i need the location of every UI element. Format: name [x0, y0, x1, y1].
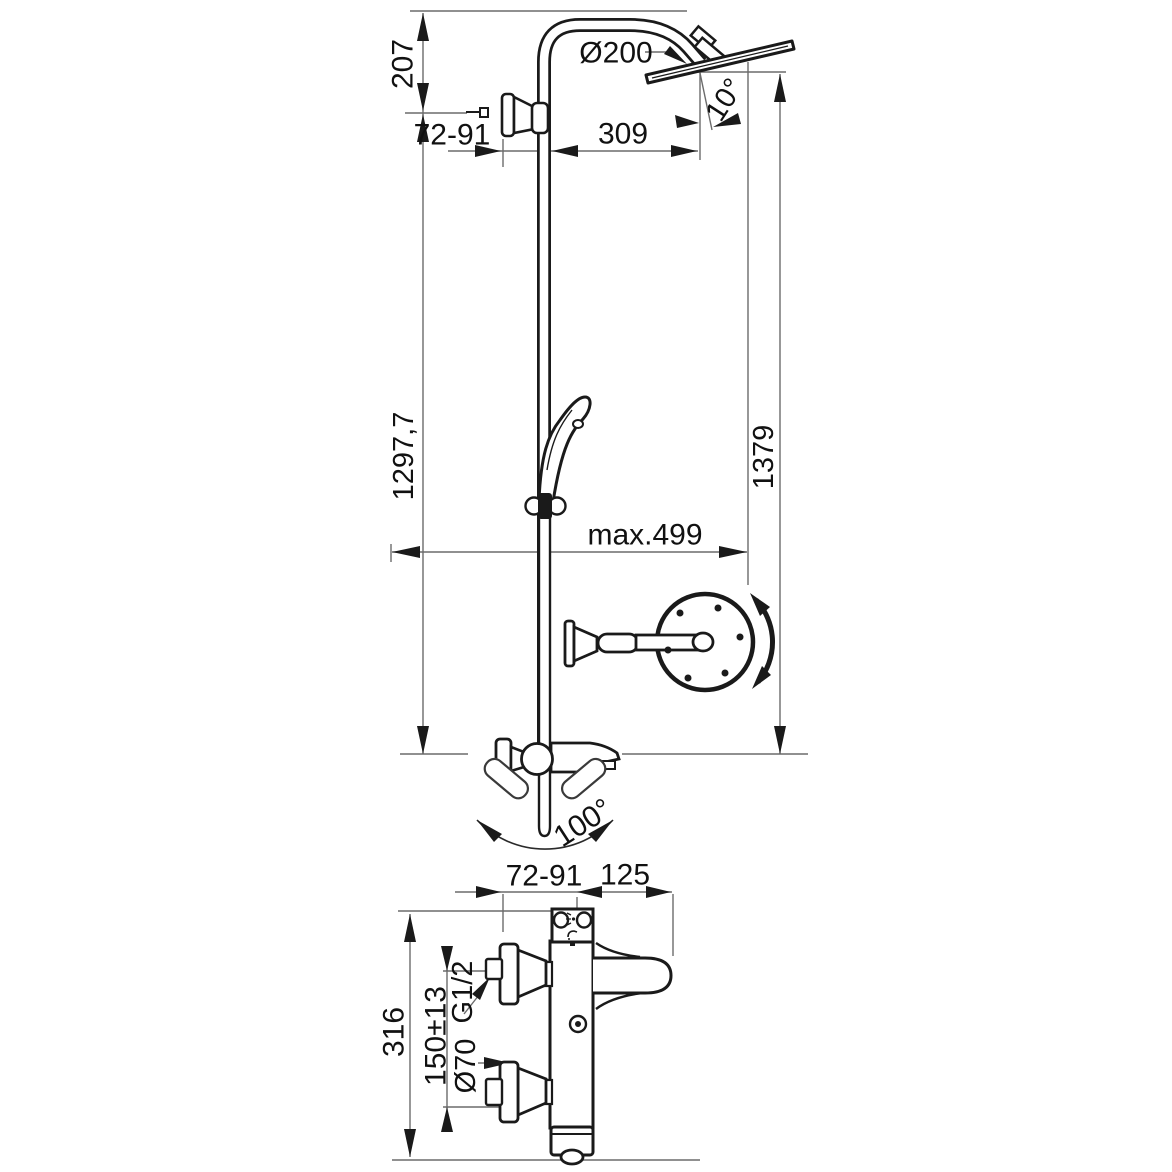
swivel-hub — [691, 631, 715, 653]
dim-body-length: 316 — [378, 1007, 411, 1057]
dim-wall-offset-top: 72-91 — [414, 119, 491, 152]
mixer-handle — [520, 742, 554, 776]
thermostat-cap — [549, 1125, 595, 1166]
dimension-arrows — [392, 13, 786, 1157]
upper-inlet-knob — [484, 942, 554, 1006]
dimension-labels: 207 Ø200 10° 72-91 309 1297,7 1379 max.4… — [378, 37, 781, 1094]
dim-inlet-spacing: 150±13 — [420, 986, 453, 1086]
swivel-arm-assembly — [563, 591, 775, 693]
dim-arm-reach: 309 — [598, 118, 648, 151]
dim-rosette-diameter: Ø70 — [450, 1039, 482, 1094]
dim-riser-height: 1297,7 — [388, 412, 420, 501]
dim-max-reach: max.499 — [587, 519, 702, 552]
swivel-disc-dots — [664, 604, 744, 682]
shower-system-elevation — [466, 18, 796, 850]
hand-shower — [524, 395, 592, 519]
riser-pipe — [537, 18, 707, 753]
mixer-top-view — [484, 907, 673, 1166]
wall-bracket — [466, 92, 550, 138]
overhead-shower-head — [644, 39, 796, 85]
mixer-body-plan — [548, 939, 595, 1130]
lower-inlet-knob — [484, 1060, 554, 1124]
lower-inlet-nub — [484, 1077, 504, 1107]
hand-shower-icon — [567, 930, 578, 940]
dim-head-angle: 10° — [700, 73, 751, 127]
head-tilt-line — [699, 72, 713, 131]
dim-height-207: 207 — [387, 39, 420, 89]
diverter-knob — [550, 907, 595, 946]
spray-mode-icon — [566, 912, 576, 926]
slider-holder — [524, 493, 567, 519]
spout-plan — [593, 956, 673, 995]
body-screw-hole — [568, 1014, 588, 1034]
dim-wall-offset-bottom: 72-91 — [506, 860, 583, 893]
spout-swivel-indicator — [476, 757, 614, 850]
thread-leader-line — [463, 994, 480, 1015]
shower-hose — [537, 505, 552, 838]
bracket-screw-icon — [479, 107, 489, 118]
hand-shower-spray-face — [572, 419, 584, 429]
dim-total-height: 1379 — [748, 425, 780, 490]
dim-spout-length: 125 — [600, 859, 650, 892]
dim-head-diameter: Ø200 — [579, 37, 652, 70]
upper-inlet-nub — [484, 957, 504, 981]
diverter-indicator — [570, 941, 575, 946]
dim-thread-size: G1/2 — [447, 961, 479, 1024]
dim-swivel-angle: 100° — [548, 792, 618, 853]
